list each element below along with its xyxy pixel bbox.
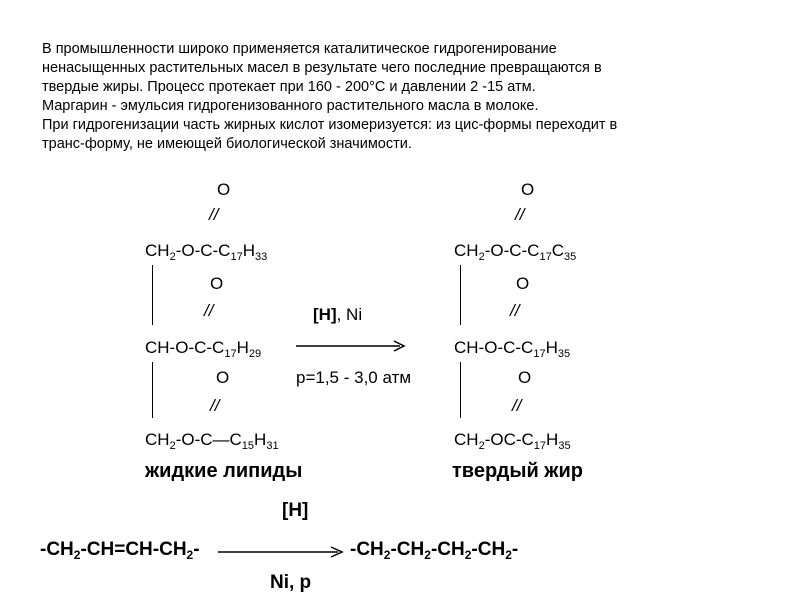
left-double-bond-3: // — [210, 396, 220, 415]
right-oxygen-3: O — [518, 368, 532, 387]
right-row-1: CH2-O-C-C17C35 — [454, 241, 577, 263]
left-oxygen-3: O — [216, 368, 230, 387]
left-double-bond-2: // — [204, 301, 214, 320]
right-row-2: CH-O-C-C17H35 — [454, 338, 571, 360]
right-oxygen-2: O — [516, 274, 530, 293]
right-vertical-bond-2 — [460, 362, 461, 418]
paragraph-line: В промышленности широко применяется ката… — [42, 41, 557, 57]
left-oxygen-1: O — [217, 180, 231, 199]
left-vertical-bond-2 — [152, 362, 153, 418]
reaction2-arrow — [218, 546, 344, 558]
paragraph-line: Маргарин - эмульсия гидрогенизованного р… — [42, 98, 539, 114]
reaction2-conditions: Ni, p — [270, 572, 312, 593]
right-vertical-bond-1 — [460, 265, 461, 325]
right-oxygen-1: O — [521, 180, 535, 199]
right-double-bond-3: // — [512, 396, 522, 415]
reaction2-hydrogen: [H] — [282, 500, 309, 521]
paragraph-line: ненасыщенных растительных масел в резуль… — [42, 60, 602, 76]
left-vertical-bond-1 — [152, 265, 153, 325]
left-double-bond-1: // — [209, 205, 219, 224]
left-row-3: CH2-O-C—C15H31 — [145, 430, 279, 452]
reaction1-catalyst: [H], Ni — [313, 305, 363, 324]
reaction1-pressure: p=1,5 - 3,0 атм — [296, 368, 412, 387]
right-row-3: CH2-OC-C17H35 — [454, 430, 571, 452]
left-row-1: CH2-O-C-C17H33 — [145, 241, 268, 263]
reaction1-arrow — [296, 340, 406, 352]
reaction2-reactant: -CH2-CH=CH-CH2- — [40, 539, 200, 562]
right-double-bond-1: // — [515, 205, 525, 224]
left-caption: жидкие липиды — [145, 460, 303, 482]
paragraph-line: транс-форму, не имеющей биологической зн… — [42, 136, 412, 152]
right-caption: твердый жир — [452, 460, 583, 482]
reaction2-product: -CH2-CH2-CH2-CH2- — [350, 539, 519, 562]
left-oxygen-2: O — [210, 274, 224, 293]
right-double-bond-2: // — [510, 301, 520, 320]
paragraph-line: При гидрогенизации часть жирных кислот и… — [42, 117, 618, 133]
paragraph-line: твердые жиры. Процесс протекает при 160 … — [42, 79, 536, 95]
intro-paragraph: В промышленности широко применяется ката… — [42, 40, 772, 154]
left-row-2: CH-O-C-C17H29 — [145, 338, 262, 360]
